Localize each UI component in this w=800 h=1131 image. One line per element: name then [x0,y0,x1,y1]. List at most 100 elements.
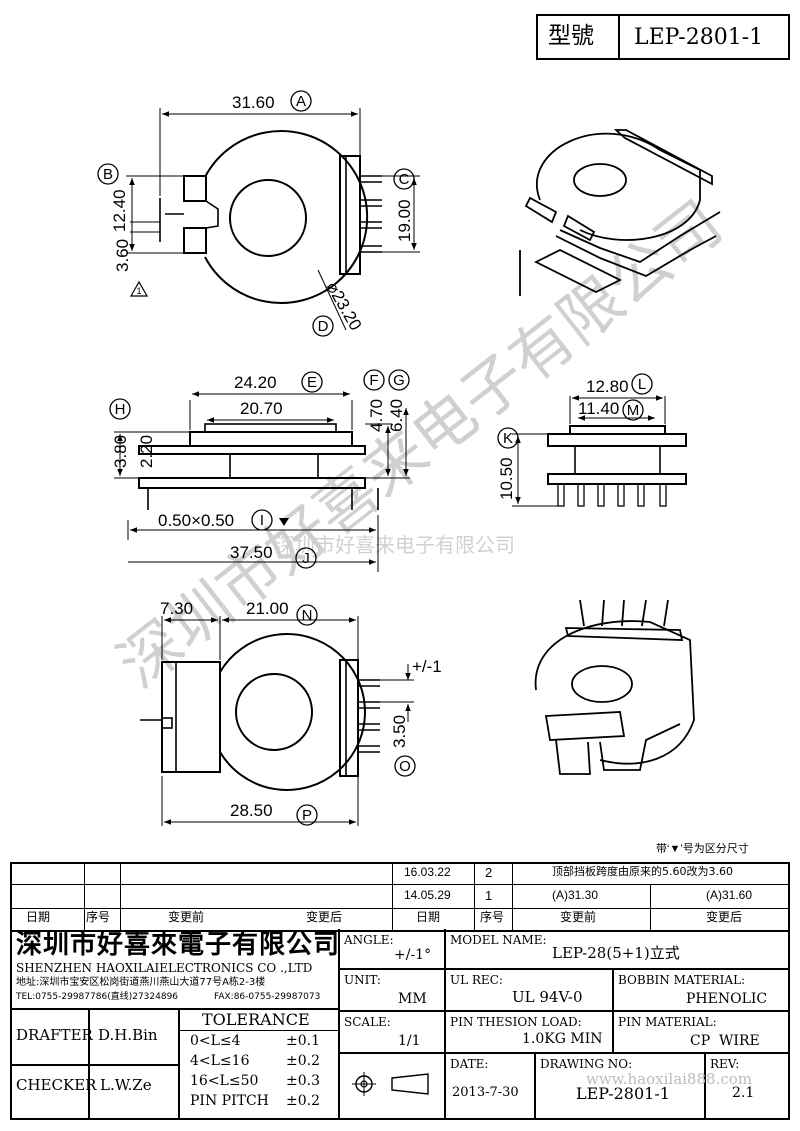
dim-i: 0.50×0.50 [158,511,234,530]
rev2-before: 顶部挡板跨度由原来的5.60改为3.60 [552,865,733,878]
company-name-cn: 深圳市好喜來電子有限公司 [16,930,341,960]
drafter-label: DRAFTER [16,1026,93,1044]
unit-label: UNIT: [344,973,381,987]
rev-header-before: 变更前 [168,910,205,924]
company-address: 地址:深圳市宝安区松岗街道燕川燕山大道77号A栋2-3楼 [16,977,266,988]
pin-material-label: PIN MATERIAL: [618,1015,717,1029]
letter-o: O [399,758,411,775]
letter-circle-a [290,90,312,112]
date-label: DATE: [450,1057,489,1071]
letter-circle-h [109,398,131,420]
letter-circle-d [312,315,334,337]
model-label: 型號 [548,23,594,49]
pin-load-value: 1.0KG MIN [522,1031,603,1047]
view-top [126,108,420,331]
dim-b: 12.40 [110,189,129,232]
tolerance-title: TOLERANCE [202,1010,310,1029]
ul-rec-value: UL 94V-0 [512,988,583,1006]
dim-h: 3.80 [111,435,130,468]
dim-p: 28.50 [230,801,273,820]
watermark-big: 深圳市好喜来电子有限公司 [106,189,735,701]
checker-label: CHECKER [16,1076,97,1094]
letter-circle-i [251,509,273,531]
tolerance-range-1: 0<L≤4 [190,1033,241,1049]
model-value: LEP-2801-1 [634,25,764,50]
model-name-label: MODEL NAME: [450,933,547,947]
bobbin-material-label: BOBBIN MATERIAL: [618,973,746,987]
dim-f: 4.70 [367,399,386,432]
dim-m: 11.40 [578,399,619,418]
view-side [512,395,687,507]
letter-p: P [302,807,312,824]
watermark: 深圳市好喜来电子有限公司 深圳市好喜来电子有限公司 [106,189,735,701]
rev-header-date: 日期 [26,910,51,924]
letter-circle-e [301,371,323,393]
dim-a: 31.60 [232,93,275,112]
letter-c: C [399,171,410,188]
letter-circle-k [497,427,519,449]
view-bottom [140,616,414,826]
tolerance-range-2: 4<L≤16 [190,1053,250,1069]
iso-view-top [519,129,721,296]
title-block [10,862,790,1120]
letter-circle-c [393,168,415,190]
rev1-before: (A)31.30 [552,888,599,902]
pin-load-label: PIN THESION LOAD: [450,1015,582,1029]
scale-value: 1/1 [398,1033,421,1049]
letter-g: G [393,372,405,389]
dimension-labels: 31.60 12.40 19.00 ⌀23.20 3.60 24.20 20.7… [110,93,629,820]
company-fax: FAX:86-0755-29987073 [214,992,321,1002]
rev-label: REV: [710,1057,740,1071]
letter-h: H [115,401,126,418]
date-value: 2013-7-30 [452,1085,519,1100]
letter-j: J [302,550,310,567]
rev2-date: 16.03.22 [404,865,451,879]
rev1-no: 1 [485,888,493,903]
rev-header-after-2: 变更后 [706,910,743,924]
letter-circle-p [296,804,318,826]
dim-n2: 7.30 [160,599,193,618]
drawing-no-label: DRAWING NO: [540,1057,633,1071]
letter-circle-o [394,755,416,777]
letter-circle-l [631,373,653,395]
letter-i: I [260,512,264,529]
watermark-small: 深圳市好喜来电子有限公司 [275,534,515,557]
rev-header-date-2: 日期 [416,910,441,924]
company-name-en: SHENZHEN HAOXILAIELECTRONICS CO .,LTD [16,961,313,975]
letter-circle-n [296,604,318,626]
letter-circle-m [622,399,644,421]
angle-value: +/-1° [394,947,432,963]
tolerance-range-3: 16<L≤50 [190,1073,259,1089]
letter-circle-j [295,547,317,569]
unit-value: MM [398,991,427,1007]
tolerance-val-4: ±0.2 [286,1093,320,1109]
model-name-value: LEP-28(5+1)立式 [552,944,680,962]
drawing-no-watermark: www.haoxilai888.com [586,1070,752,1088]
dim-o: 3.50 [390,715,409,748]
letter-circle-g [388,369,410,391]
rev-header-after: 变更后 [306,910,343,924]
rev-header-no-2: 序号 [480,910,505,924]
tolerance-val-2: ±0.2 [286,1053,320,1069]
dim-tolerance: +/-1 [412,657,442,676]
letter-e: E [307,374,317,391]
dim-triangle: 3.60 [113,239,132,272]
technical-drawing: 深圳市好喜来电子有限公司 深圳市好喜来电子有限公司 [97,90,749,855]
letter-b: B [103,166,113,183]
dim-e: 24.20 [234,373,277,392]
dim-n: 21.00 [246,599,289,618]
ul-rec-label: UL REC: [450,973,503,987]
dim-h2: 2.20 [137,435,156,468]
dim-l: 12.80 [586,377,629,396]
letter-m: M [627,402,640,419]
drawing-no-value: LEP-2801-1 [576,1084,670,1103]
dim-inner: 20.70 [240,399,283,418]
iso-view-bottom [534,599,695,775]
angle-label: ANGLE: [344,933,394,947]
letter-f: F [369,372,378,389]
scale-label: SCALE: [344,1015,391,1029]
letter-n: N [302,607,313,624]
letter-circle-b [97,163,119,185]
drafter-value: D.H.Bin [98,1026,158,1044]
